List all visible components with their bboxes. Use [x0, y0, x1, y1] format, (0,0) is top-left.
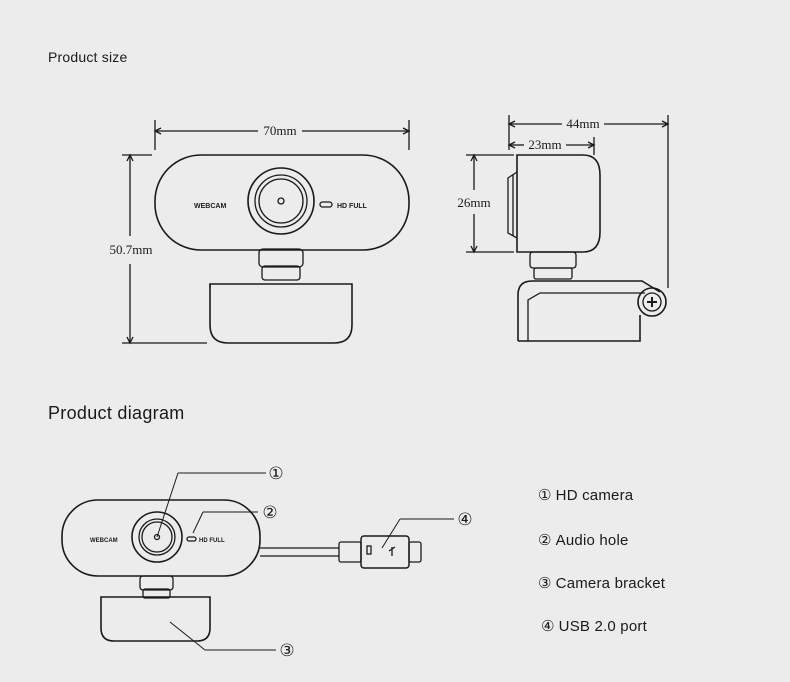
body-height-dimension-line: [466, 153, 514, 254]
width-dimension-line: [153, 120, 411, 150]
callout-leaders: [156, 472, 454, 651]
body-height-dimension-text: 26mm: [457, 195, 490, 210]
legend-num: ④: [541, 617, 555, 635]
diagram-webcam-text: WEBCAM: [90, 538, 118, 544]
width-dimension-text: 70mm: [263, 123, 296, 138]
depth-total-dimension-text: 44mm: [566, 116, 599, 131]
height-dimension-line: [122, 153, 207, 345]
depth-body-dimension-text: 23mm: [528, 137, 561, 152]
depth-total-dimension-line: [507, 115, 670, 288]
diagram-hdfull-text: HD FULL: [199, 538, 225, 544]
depth-body-dimension-line: [507, 137, 596, 155]
height-dimension-text: 50.7mm: [110, 242, 153, 257]
legend-label: USB 2.0 port: [558, 618, 647, 635]
legend-num: ②: [538, 531, 552, 549]
legend-label: Audio hole: [555, 532, 629, 549]
callout-1: ①: [268, 464, 283, 484]
front-hdfull-text: HD FULL: [337, 203, 368, 210]
front-webcam-text: WEBCAM: [194, 203, 226, 210]
callout-3: ③: [279, 641, 294, 661]
product-diagram-title: Product diagram: [48, 403, 185, 423]
callout-4: ④: [457, 510, 472, 530]
legend-label: HD camera: [555, 487, 634, 504]
front-view-webcam: [154, 154, 410, 344]
legend-label: Camera bracket: [555, 575, 666, 592]
product-size-title: Product size: [48, 49, 128, 65]
legend-num: ③: [538, 574, 552, 592]
side-view-webcam: [507, 154, 667, 342]
diagram-webcam: [61, 499, 261, 642]
callout-2: ②: [262, 503, 277, 523]
usb-cable: [260, 535, 422, 569]
legend-num: ①: [538, 486, 552, 504]
